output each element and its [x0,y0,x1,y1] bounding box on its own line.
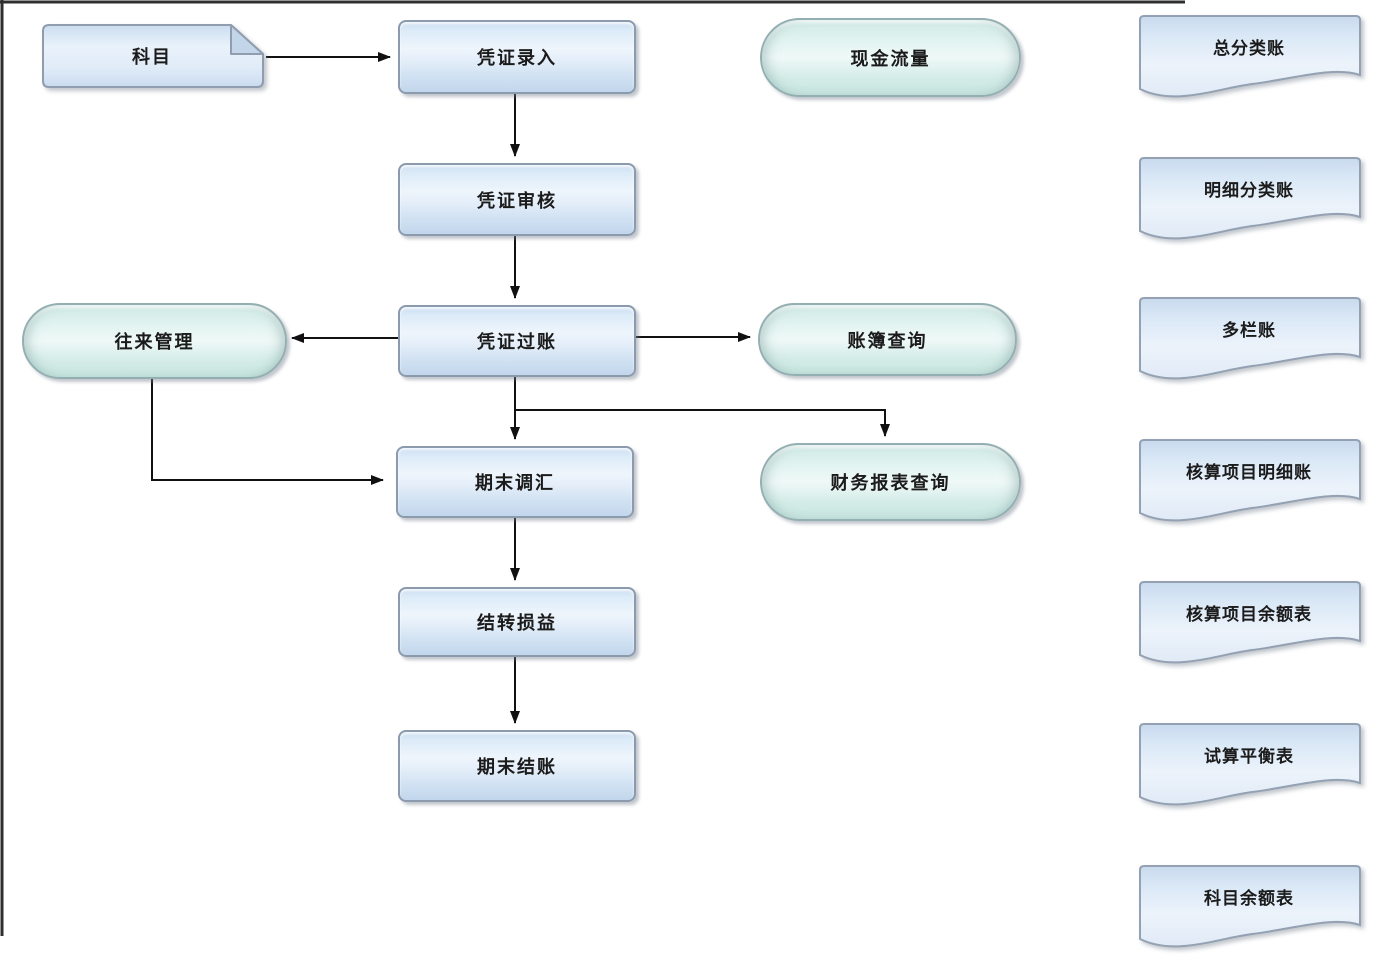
node-label: 往来管理 [114,332,195,353]
node-label: 账簿查询 [847,330,928,352]
node-label: 期末结账 [477,757,557,778]
document-icon [1139,439,1361,522]
doc-label: 总分类账 [1213,39,1285,60]
node-ledger-query: 账簿查询 [758,303,1017,376]
node-label: 科目 [132,47,172,68]
doc-multi-column-ledger: 多栏账 [1134,295,1364,389]
doc-detail-ledger: 明细分类账 [1134,155,1364,249]
doc-label: 明细分类账 [1204,181,1294,202]
node-label: 凭证审核 [477,190,557,212]
node-label: 期末调汇 [475,473,555,494]
node-voucher-review: 凭证审核 [398,163,636,236]
doc-trial-balance-table: 试算平衡表 [1134,721,1364,815]
doc-label: 核算项目余额表 [1186,605,1312,626]
doc-accounting-item-balance-table: 核算项目余额表 [1134,579,1364,673]
document-icon [1139,581,1361,664]
node-period-end-closing: 期末结账 [398,730,636,802]
node-current-account-mgmt: 往来管理 [22,303,287,379]
node-period-end-fx-adjust: 期末调汇 [396,446,634,518]
node-financial-report-query: 财务报表查询 [760,443,1021,521]
document-icon [1139,723,1361,806]
node-label: 现金流量 [850,48,931,70]
doc-general-ledger: 总分类账 [1134,13,1364,107]
arrow-contact-to-fx [151,376,384,485]
doc-subject-balance-table: 科目余额表 [1134,863,1364,957]
doc-accounting-item-detail-ledger: 核算项目明细账 [1134,437,1364,531]
doc-label: 试算平衡表 [1204,747,1294,768]
arrow-posting-to-report-query [515,409,890,437]
node-cash-flow: 现金流量 [760,18,1021,97]
doc-label: 科目余额表 [1204,889,1294,910]
node-voucher-entry: 凭证录入 [398,20,636,94]
node-voucher-posting: 凭证过账 [398,305,636,377]
node-label: 凭证录入 [477,48,557,69]
node-subjects: 科目 [38,22,266,90]
doc-label: 核算项目明细账 [1186,463,1312,484]
document-icon [1139,15,1361,98]
node-label: 结转损益 [477,613,557,634]
document-icon [1139,297,1361,380]
node-label: 财务报表查询 [830,473,951,494]
node-carry-forward-pl: 结转损益 [398,587,636,657]
arrows [151,52,890,724]
folded-sheet-icon [42,24,264,88]
document-icon [1139,157,1361,240]
node-label: 凭证过账 [477,332,557,353]
document-icon [1139,865,1361,948]
doc-label: 多栏账 [1222,321,1276,342]
